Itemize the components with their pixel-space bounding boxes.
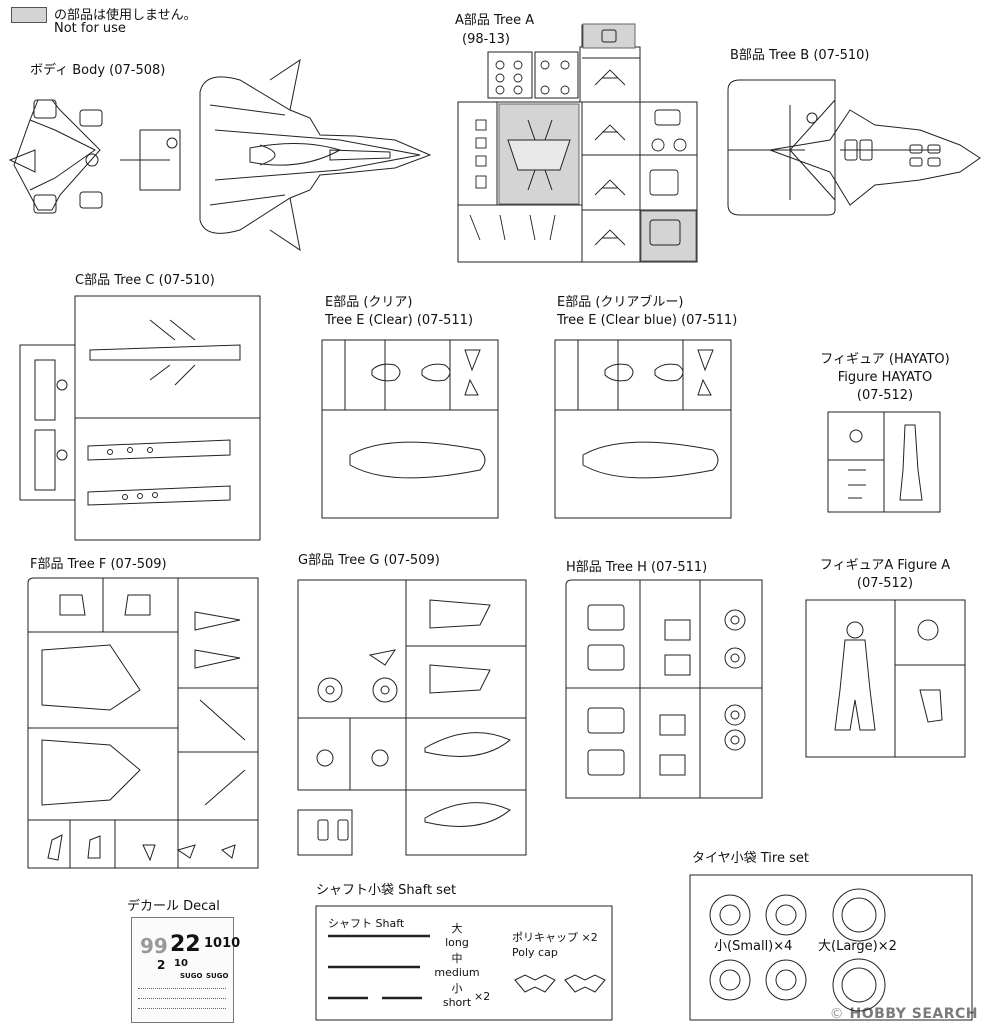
decal-number-10: 10	[174, 958, 188, 969]
decal-sugo-2: SUGO	[206, 972, 229, 980]
tree-h-drawing	[565, 579, 763, 799]
legend-en: Not for use	[54, 21, 126, 36]
shaft-short-jp: 小	[451, 982, 463, 995]
decal-number-99: 99	[140, 934, 168, 958]
tire-large-label: 大(Large)×2	[818, 939, 897, 954]
hayato-code: (07-512)	[856, 388, 914, 403]
shaft-short-qty: ×2	[474, 990, 491, 1003]
legend-jp: の部品は使用しません。	[54, 8, 197, 23]
figure-a-code: (07-512)	[856, 576, 914, 591]
tree-e-clear-drawing	[321, 339, 499, 519]
tree-a-code: (98-13)	[462, 32, 510, 47]
decal-sheet: 99 22 1010 2 10 SUGO SUGO	[131, 917, 240, 1023]
hayato-en: Figure HAYATO	[837, 370, 933, 385]
tree-e-blue-jp: E部品 (クリアブルー)	[557, 295, 684, 310]
tree-h-label: H部品 Tree H (07-511)	[566, 560, 708, 575]
tree-e-blue-drawing	[554, 339, 732, 519]
not-for-use-swatch	[11, 7, 47, 23]
tree-e-clear-en: Tree E (Clear) (07-511)	[325, 313, 474, 328]
tree-a-drawing	[457, 23, 698, 263]
body-label: ボディ Body (07-508)	[30, 63, 166, 78]
tire-set-drawing	[689, 874, 973, 1021]
decal-sugo-1: SUGO	[180, 972, 203, 980]
body-drawing	[8, 58, 432, 252]
tree-b-drawing	[727, 79, 981, 216]
hobby-search-watermark: © HOBBY SEARCH	[829, 1006, 978, 1022]
shaft-short-en: short	[442, 996, 472, 1009]
shaft-set-drawing	[315, 905, 613, 1021]
tree-b-label: B部品 Tree B (07-510)	[730, 48, 870, 63]
polycap-jp: ポリキャップ ×2	[512, 931, 598, 944]
decal-number-1010: 1010	[204, 936, 241, 951]
shaft-medium-jp: 中	[451, 952, 463, 965]
figure-a-drawing	[805, 599, 966, 758]
tire-small-label: 小(Small)×4	[714, 939, 793, 954]
tree-e-blue-en: Tree E (Clear blue) (07-511)	[557, 313, 738, 328]
tree-e-clear-jp: E部品 (クリア)	[325, 295, 413, 310]
polycap-en: Poly cap	[512, 946, 558, 959]
figure-a-label: フィギュアA Figure A	[819, 558, 951, 573]
decal-number-2: 2	[157, 958, 166, 972]
shaft-medium-en: medium	[434, 966, 480, 979]
tire-set-label: タイヤ小袋 Tire set	[692, 851, 809, 866]
tree-f-drawing	[27, 577, 259, 869]
decal-label: デカール Decal	[127, 899, 220, 914]
hayato-drawing	[827, 411, 941, 513]
decal-number-22: 22	[170, 932, 201, 957]
tree-g-drawing	[297, 579, 527, 856]
tree-a-label: A部品 Tree A	[455, 13, 535, 28]
tree-c-drawing	[19, 295, 261, 541]
tree-g-label: G部品 Tree G (07-509)	[298, 553, 440, 568]
shaft-text: シャフト Shaft	[328, 917, 405, 930]
shaft-set-label: シャフト小袋 Shaft set	[316, 883, 457, 898]
shaft-long-jp: 大	[451, 922, 463, 935]
tree-c-label: C部品 Tree C (07-510)	[75, 273, 215, 288]
tree-f-label: F部品 Tree F (07-509)	[30, 557, 167, 572]
shaft-long-en: long	[445, 936, 469, 949]
hayato-jp: フィギュア (HAYATO)	[820, 352, 950, 367]
